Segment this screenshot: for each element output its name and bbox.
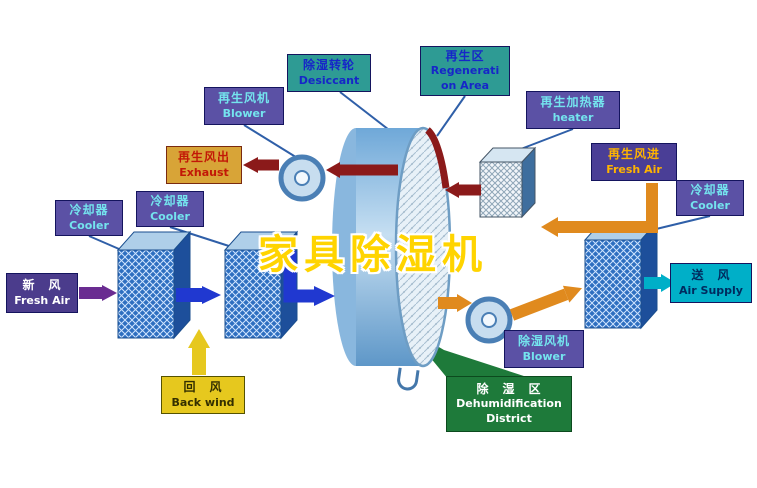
supply-fan-arrow	[509, 285, 583, 321]
return-air-arrow	[188, 329, 210, 375]
label-dehum-district: 除 湿 区 Dehumidification District	[446, 376, 572, 432]
fresh-air-arrow	[79, 285, 117, 301]
exchanger-flow-arrow	[176, 286, 221, 304]
label-desiccant: 除湿转轮 Desiccant	[287, 54, 371, 92]
dehum-fan	[465, 296, 513, 344]
label-regeneration-area-en1: Regenerati	[430, 64, 500, 78]
label-exhaust: 再生风出 Exhaust	[166, 146, 242, 184]
label-cooler-right-en: Cooler	[690, 198, 730, 212]
connector-line	[339, 91, 394, 134]
regeneration-sector-band	[425, 127, 450, 189]
label-regen-heater-en: heater	[552, 110, 594, 124]
heater-block	[478, 146, 537, 219]
label-regeneration-area: 再生区 Regenerati on Area	[420, 46, 510, 96]
label-dehum-district-en1: Dehumidification	[456, 397, 562, 411]
connector-lines	[88, 91, 711, 335]
label-desiccant-zh: 除湿转轮	[302, 57, 355, 72]
label-regen-heater: 再生加热器 heater	[526, 91, 620, 129]
label-fresh-air-en: Fresh Air	[14, 293, 70, 307]
label-cooler-mid: 冷却器 Cooler	[136, 191, 204, 227]
label-regeneration-area-zh: 再生区	[445, 48, 485, 63]
connector-line	[243, 124, 300, 160]
label-fresh-air: 新 风 Fresh Air	[6, 273, 78, 313]
label-air-supply-zh: 送 风	[691, 267, 731, 282]
label-cooler-mid-en: Cooler	[150, 209, 190, 223]
label-regeneration-area-en2: on Area	[440, 78, 490, 92]
freshair-to-heater-arrow	[541, 183, 658, 237]
label-regen-fresh-air: 再生风进 Fresh Air	[591, 143, 677, 181]
label-regen-heater-zh: 再生加热器	[540, 94, 606, 109]
label-back-wind-zh: 回 风	[183, 379, 223, 394]
fan-to-exhaust-arrow	[243, 157, 279, 173]
connector-line	[651, 215, 711, 231]
label-regen-fresh-air-zh: 再生风进	[607, 146, 660, 161]
label-dehum-district-en2: District	[486, 411, 532, 425]
label-air-supply-en: Air Supply	[679, 283, 743, 297]
label-cooler-left: 冷却器 Cooler	[55, 200, 123, 236]
page-title: 家具除湿机	[258, 232, 488, 278]
wheel-to-fan-arrow	[326, 162, 398, 178]
label-regen-blower-zh: 再生风机	[217, 90, 270, 105]
heat-exchanger-right	[583, 220, 659, 330]
label-desiccant-en: Desiccant	[298, 73, 360, 87]
label-back-wind-en: Back wind	[171, 395, 235, 409]
heat-exchanger-left	[116, 230, 192, 340]
label-exhaust-zh: 再生风出	[177, 149, 230, 164]
supply-air-arrow	[644, 274, 676, 292]
connector-line	[169, 226, 233, 248]
label-cooler-left-zh: 冷却器	[69, 202, 109, 217]
label-fresh-air-zh: 新 风	[22, 277, 62, 292]
label-exhaust-en: Exhaust	[179, 165, 229, 179]
label-cooler-mid-zh: 冷却器	[150, 193, 190, 208]
drum-outlet-icon	[397, 367, 420, 391]
label-dehum-blower-zh: 除湿风机	[517, 333, 570, 348]
label-cooler-left-en: Cooler	[69, 218, 109, 232]
heater-to-wheel-arrow	[445, 182, 481, 198]
label-regen-blower: 再生风机 Blower	[204, 87, 284, 125]
label-dehum-blower: 除湿风机 Blower	[504, 330, 584, 368]
label-dehum-blower-en: Blower	[522, 349, 566, 363]
wheel-inlet-arrow	[283, 251, 335, 306]
label-regen-fresh-air-en: Fresh Air	[606, 162, 662, 176]
label-back-wind: 回 风 Back wind	[161, 376, 245, 414]
label-cooler-right: 冷却器 Cooler	[676, 180, 744, 216]
regen-fan	[278, 154, 326, 202]
label-air-supply: 送 风 Air Supply	[670, 263, 752, 303]
connector-line	[436, 95, 466, 137]
label-dehum-district-zh: 除 湿 区	[476, 381, 542, 396]
label-regen-blower-en: Blower	[222, 106, 266, 120]
wheel-outlet-arrow	[438, 294, 472, 312]
label-cooler-right-zh: 冷却器	[690, 182, 730, 197]
desiccant-wheel	[332, 126, 452, 391]
